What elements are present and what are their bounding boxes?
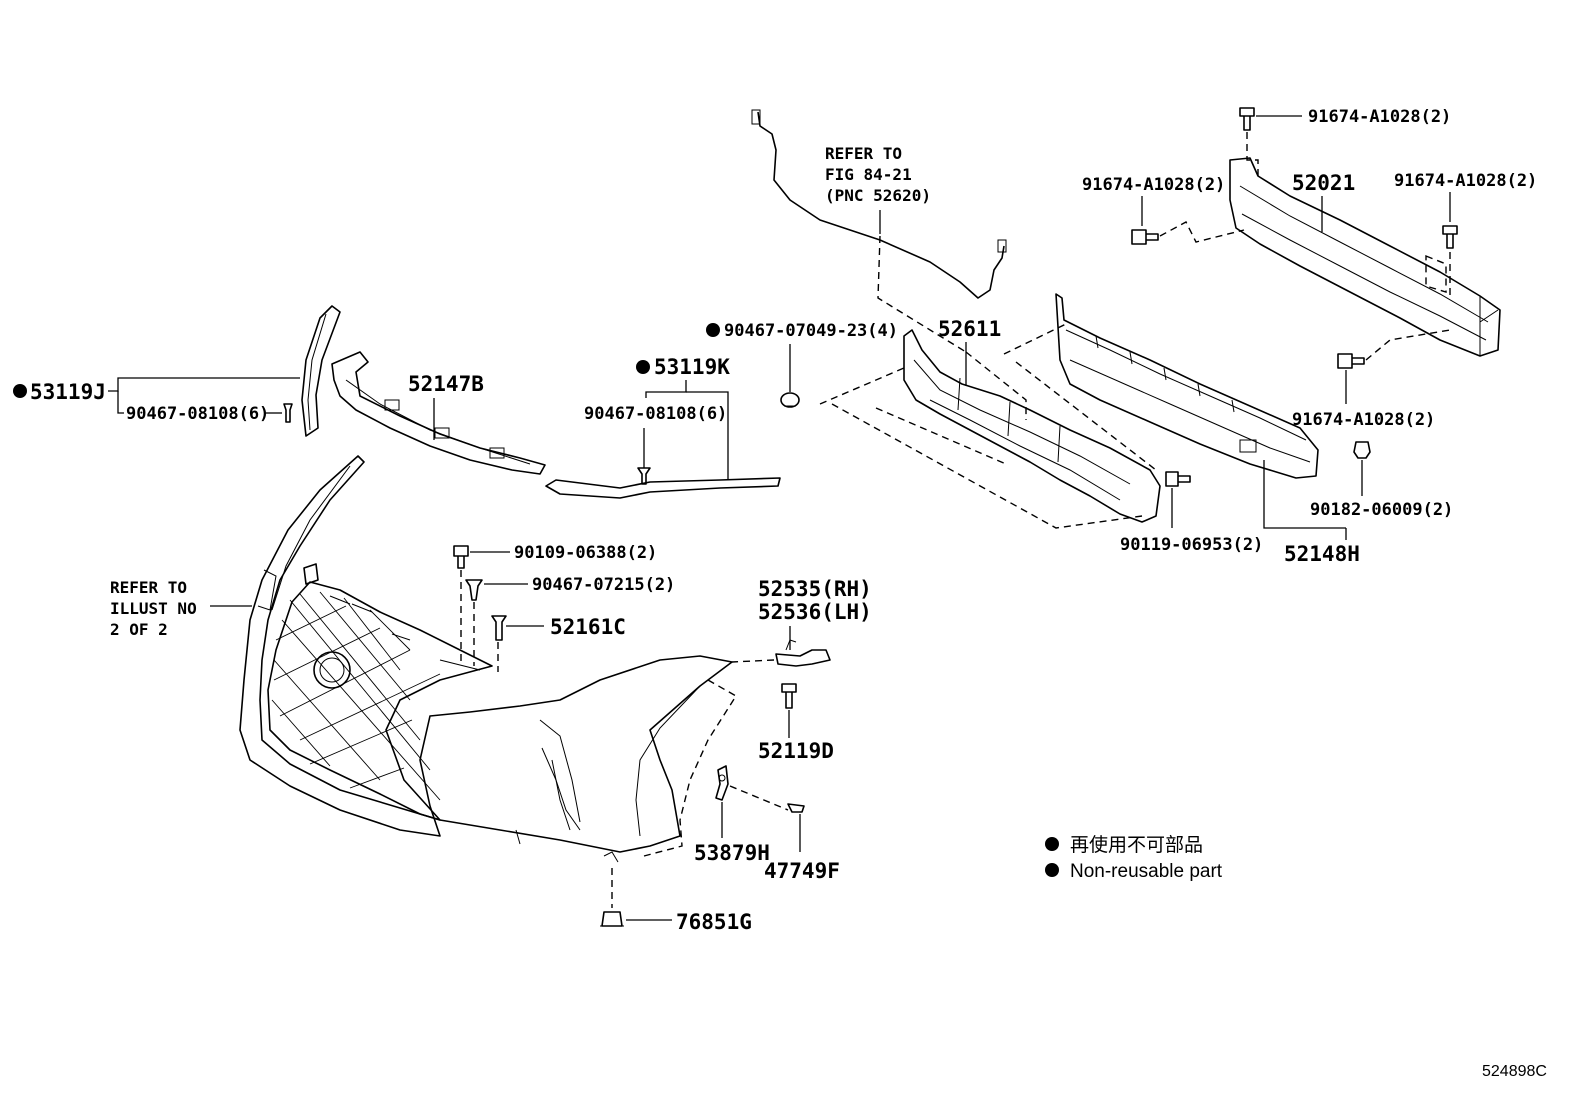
legend-marker-en bbox=[1045, 863, 1059, 877]
non-reusable-marker bbox=[706, 323, 720, 337]
molding-53119j-drawing bbox=[301, 305, 341, 437]
part-label-52119d: 52119D bbox=[758, 739, 834, 763]
bracket-52147b-drawing bbox=[331, 351, 546, 475]
bolt-icon bbox=[453, 545, 469, 569]
part-label-52536-lh: 52536(LH) bbox=[758, 600, 872, 624]
clip-icon bbox=[637, 467, 651, 485]
legend-japanese: 再使用不可部品 bbox=[1070, 834, 1203, 856]
absorber-52611-drawing bbox=[903, 329, 1161, 523]
part-label-76851g: 76851G bbox=[676, 910, 752, 934]
clip-icon bbox=[780, 392, 800, 408]
screw-icon bbox=[781, 683, 797, 709]
reinforcement-52021-drawing bbox=[1229, 157, 1501, 357]
molding-53119k-drawing bbox=[545, 477, 781, 499]
part-label-90119-06953: 90119-06953(2) bbox=[1120, 535, 1263, 555]
part-label-53879h: 53879H bbox=[694, 841, 770, 865]
screw-icon bbox=[491, 615, 507, 641]
part-label-52148h: 52148H bbox=[1284, 542, 1360, 566]
part-label-52021: 52021 bbox=[1292, 171, 1355, 195]
nut-icon bbox=[1353, 441, 1371, 459]
part-label-52535-rh: 52535(RH) bbox=[758, 577, 872, 601]
bolt-icon bbox=[1165, 471, 1191, 487]
part-label-90109-06388: 90109-06388(2) bbox=[514, 543, 657, 563]
bracket-52535-drawing bbox=[775, 639, 831, 667]
legend-marker-jp bbox=[1045, 837, 1059, 851]
bracket-53879h-drawing bbox=[715, 765, 729, 801]
note-refer-to-fig-line2: FIG 84-21 bbox=[825, 165, 912, 184]
legend-english: Non-reusable part bbox=[1070, 861, 1223, 882]
part-label-90467-07215: 90467-07215(2) bbox=[532, 575, 675, 595]
part-label-91674-a1028-left: 91674-A1028(2) bbox=[1082, 175, 1225, 195]
part-label-52611: 52611 bbox=[938, 317, 1001, 341]
bolt-icon bbox=[1337, 353, 1365, 369]
bolt-icon bbox=[1239, 107, 1255, 131]
part-label-47749f: 47749F bbox=[764, 859, 840, 883]
part-label-91674-a1028-right: 91674-A1028(2) bbox=[1394, 171, 1537, 191]
absorber-52148h-drawing bbox=[1055, 293, 1319, 479]
part-label-90467-07049-23: 90467-07049-23(4) bbox=[724, 321, 898, 341]
non-reusable-marker bbox=[13, 384, 27, 398]
part-label-90467-08108-left: 90467-08108(6) bbox=[126, 404, 269, 424]
clip-icon bbox=[600, 911, 624, 927]
part-label-91674-a1028-top: 91674-A1028(2) bbox=[1308, 107, 1451, 127]
part-label-91674-a1028-lower: 91674-A1028(2) bbox=[1292, 410, 1435, 430]
note-refer-to-fig-line1: REFER TO bbox=[825, 144, 902, 163]
bolt-icon bbox=[1131, 229, 1159, 245]
part-label-52147b: 52147B bbox=[408, 372, 484, 396]
note-refer-to-illust-line3: 2 OF 2 bbox=[110, 620, 168, 639]
part-label-52161c: 52161C bbox=[550, 615, 626, 639]
note-refer-to-illust-line1: REFER TO bbox=[110, 578, 187, 597]
clip-icon bbox=[465, 579, 483, 601]
bolt-icon bbox=[1442, 225, 1458, 249]
figure-id: 524898C bbox=[1482, 1063, 1547, 1080]
part-label-53119k: 53119K bbox=[654, 355, 730, 379]
note-refer-to-illust-line2: ILLUST NO bbox=[110, 599, 197, 618]
part-label-90182-06009: 90182-06009(2) bbox=[1310, 500, 1453, 520]
clip-icon bbox=[283, 403, 293, 423]
bumper-cover-drawing bbox=[239, 455, 733, 863]
note-refer-to-fig-line3: (PNC 52620) bbox=[825, 186, 931, 205]
pin-icon bbox=[787, 803, 805, 813]
part-label-53119j: 53119J bbox=[30, 380, 106, 404]
part-label-90467-08108-right: 90467-08108(6) bbox=[584, 404, 727, 424]
non-reusable-marker bbox=[636, 360, 650, 374]
